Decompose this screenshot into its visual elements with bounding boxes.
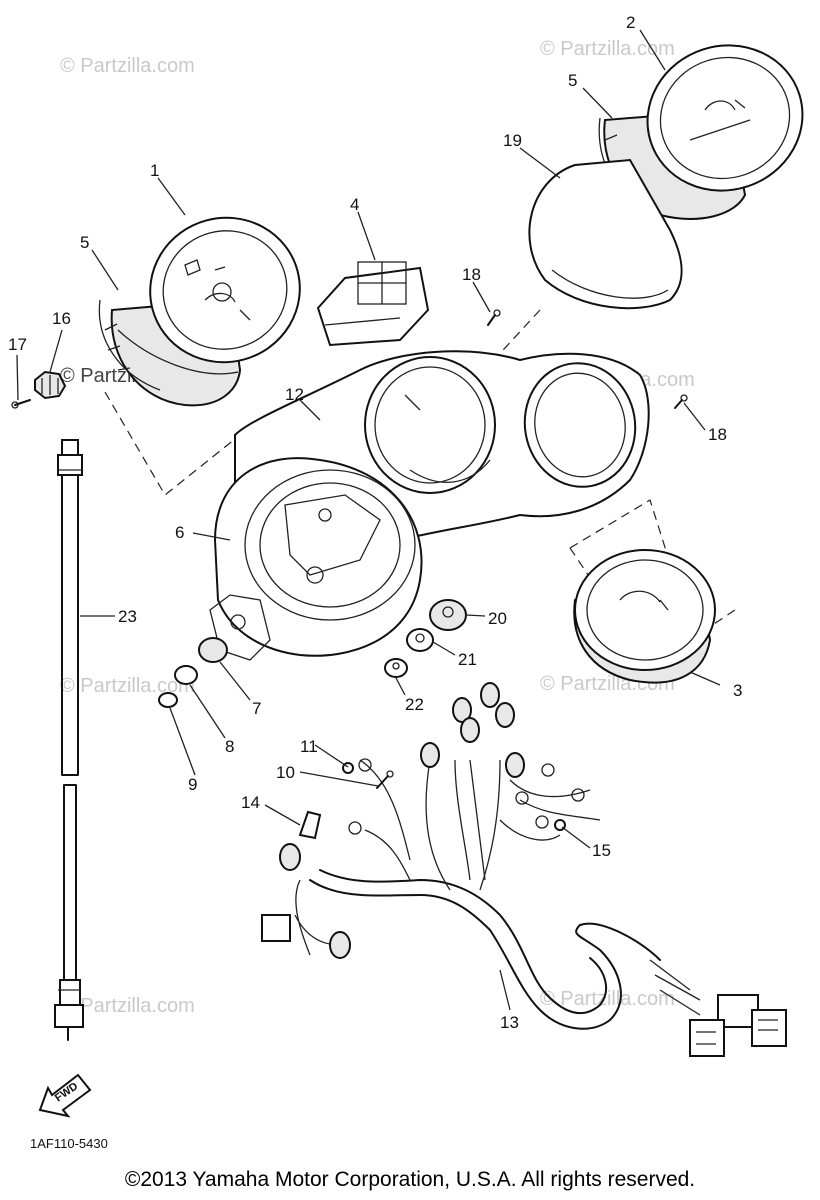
tachometer-cover [528,158,683,310]
callout-18-top: 18 [462,265,481,284]
speedometer-gauge [110,216,301,407]
forward-direction-arrow: FWD [38,1073,92,1118]
callout-5-right: 5 [568,71,577,90]
callout-6: 6 [175,523,184,542]
callout-22: 22 [405,695,424,714]
callout-14: 14 [241,793,260,812]
callout-5-left: 5 [80,233,89,252]
callout-1: 1 [150,161,159,180]
bulb-sockets [261,682,585,959]
watermark: © Partzilla.com [60,55,195,77]
callout-8: 8 [225,737,234,756]
copyright-notice: ©2013 Yamaha Motor Corporation, U.S.A. A… [124,1168,696,1191]
callout-19: 19 [503,131,522,150]
callout-20: 20 [488,609,507,628]
callout-12: 12 [285,385,304,404]
callout-11: 11 [300,737,318,756]
callout-15: 15 [592,841,611,860]
screw-17 [11,399,31,409]
auxiliary-gauge [573,549,716,684]
speedometer-cable [54,439,84,1041]
callout-18-right: 18 [708,425,727,444]
callout-4: 4 [350,195,359,214]
small-parts [298,762,566,840]
grommets [158,599,467,708]
watermark: © Partzilla.com [540,38,675,60]
drawing-code: 1AF110-5430 [30,1136,108,1151]
watermark: © Partzilla.com [60,995,195,1017]
watermark: © Partzilla.com [60,675,195,697]
callout-23: 23 [118,607,137,626]
callout-numbers: 1 2 3 4 5 5 6 7 8 9 10 11 12 13 14 15 16… [8,13,742,1032]
callout-2: 2 [626,13,635,32]
screw-18 [487,309,688,409]
callout-7: 7 [252,699,261,718]
gauge-mounting-ring-left [98,299,161,391]
watermark: © Partzilla.com [540,988,675,1010]
callout-13: 13 [500,1013,519,1032]
indicator-light-unit [316,261,430,347]
callout-10: 10 [276,763,295,782]
callout-3: 3 [733,681,742,700]
callout-17: 17 [8,335,27,354]
wire-harness [294,759,787,1057]
callout-leaders [16,29,721,1011]
trip-reset-knob [34,370,67,400]
callout-9: 9 [188,775,197,794]
meter-case [209,457,423,661]
callout-16: 16 [52,309,71,328]
callout-21: 21 [458,650,477,669]
